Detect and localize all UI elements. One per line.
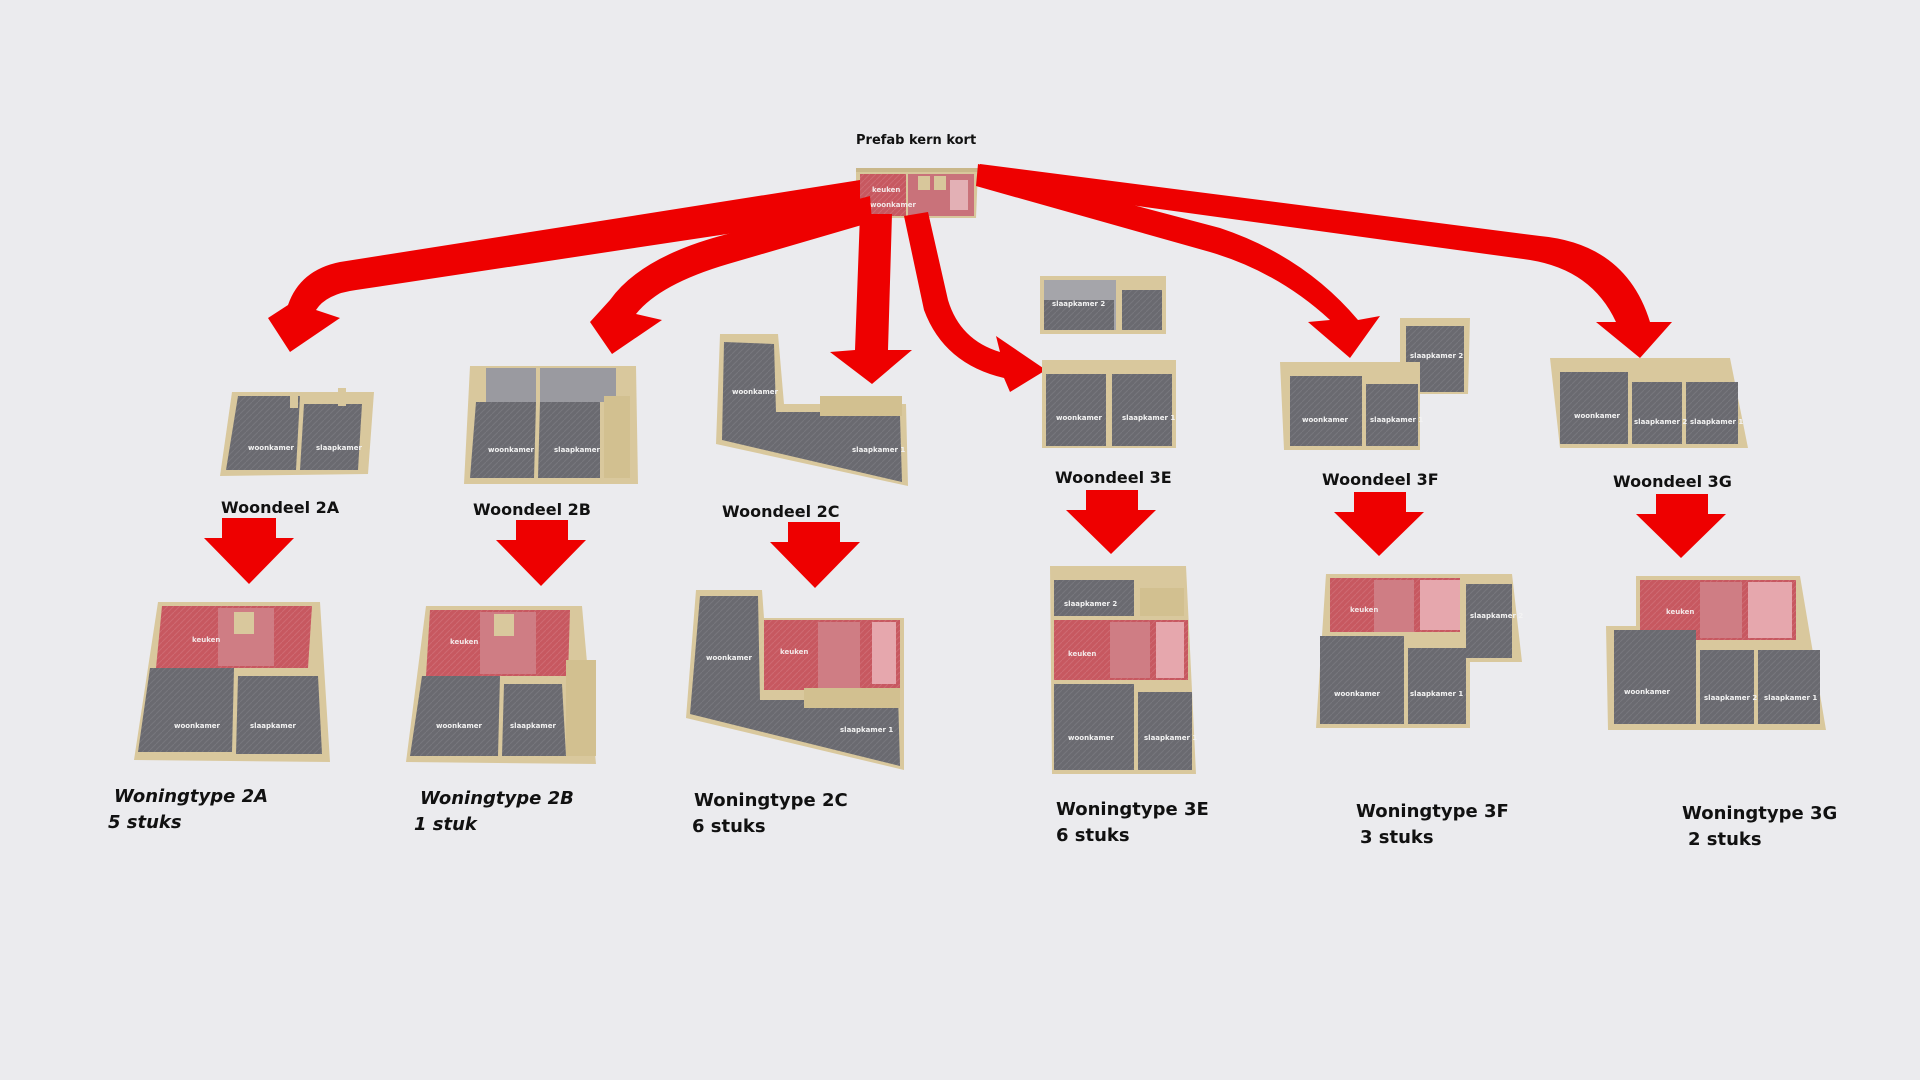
woondeel-3f-room-woonkamer: woonkamer: [1302, 416, 1348, 424]
woningtype-3f-model: keuken slaapkamer 2 woonkamer slaapkamer…: [1316, 574, 1523, 728]
woningtype-3f-label: Woningtype 3F: [1356, 801, 1509, 822]
woningtype-3e-block: Woningtype 3E 6 stuks: [1056, 797, 1209, 849]
woningtype-2b-label: Woningtype 2B: [420, 788, 574, 809]
woondeel-2b-room-slaapkamer: slaapkamer: [554, 446, 600, 454]
woningtype-3f-room-woonkamer: woonkamer: [1334, 690, 1380, 698]
woondeel-3g-room-woonkamer: woonkamer: [1574, 412, 1620, 420]
woondeel-2c-room-slaapkamer-1: slaapkamer 1: [852, 446, 905, 454]
woningtype-2c-room-slaapkamer-1: slaapkamer 1: [840, 726, 893, 734]
woningtype-3e-model: slaapkamer 2 keuken woonkamer slaapkamer…: [1050, 566, 1197, 774]
woningtype-3f-room-slaapkamer-1: slaapkamer 1: [1410, 690, 1463, 698]
down-arrow-2c: [770, 522, 860, 588]
woningtype-2a-model: keuken woonkamer slaapkamer: [134, 602, 330, 762]
woningtype-2b-room-woonkamer: woonkamer: [436, 722, 482, 730]
woondeel-2a-model: woonkamer slaapkamer: [220, 388, 374, 476]
woningtype-2c-room-keuken: keuken: [780, 648, 808, 656]
woningtype-3f-count: 3 stuks: [1360, 827, 1434, 848]
woningtype-3g-room-slaapkamer-2: slaapkamer 2: [1704, 694, 1757, 702]
woningtype-3e-room-slaapkamer-1: slaapkamer 1: [1144, 734, 1197, 742]
woondeel-3g-label: Woondeel 3G: [1613, 472, 1732, 491]
woondeel-2a-room-woonkamer: woonkamer: [248, 444, 294, 452]
woondeel-3f-label: Woondeel 3F: [1322, 470, 1439, 489]
woningtype-2b-count: 1 stuk: [414, 814, 477, 835]
root-module: keuken woonkamer: [856, 168, 978, 218]
down-arrow-3g: [1636, 494, 1726, 558]
woningtype-2c-block: Woningtype 2C 6 stuks: [692, 788, 848, 840]
woningtype-3e-room-keuken: keuken: [1068, 650, 1096, 658]
down-arrow-2b: [496, 520, 586, 586]
woondeel-2c-model: woonkamer slaapkamer 1: [716, 334, 908, 486]
woondeel-3g-room-slaapkamer-1: slaapkamer 1: [1690, 418, 1743, 426]
woondeel-2c-room-woonkamer: woonkamer: [732, 388, 778, 396]
woningtype-2b-room-slaapkamer: slaapkamer: [510, 722, 556, 730]
woningtype-3e-room-woonkamer: woonkamer: [1068, 734, 1114, 742]
woningtype-2c-count: 6 stuks: [692, 816, 766, 837]
woondeel-2a-label: Woondeel 2A: [221, 498, 340, 517]
woningtype-3g-model: keuken woonkamer slaapkamer 2 slaapkamer…: [1606, 576, 1826, 730]
root-title: Prefab kern kort: [856, 133, 977, 148]
root-room-woonkamer: woonkamer: [870, 201, 916, 209]
woningtype-3f-room-slaapkamer-2: slaapkamer 2: [1470, 612, 1523, 620]
root-room-keuken: keuken: [872, 186, 900, 194]
woningtype-2c-label: Woningtype 2C: [694, 790, 848, 811]
woondeel-3f-room-slaapkamer-2: slaapkamer 2: [1410, 352, 1463, 360]
woningtype-2a-room-woonkamer: woonkamer: [174, 722, 220, 730]
woondeel-2b-room-woonkamer: woonkamer: [488, 446, 534, 454]
woondeel-3e-room-slaapkamer-2: slaapkamer 2: [1052, 300, 1105, 308]
woningtype-2c-room-woonkamer: woonkamer: [706, 654, 752, 662]
woningtype-2a-label: Woningtype 2A: [114, 786, 269, 807]
woningtype-3f-block: Woningtype 3F 3 stuks: [1356, 799, 1509, 851]
down-arrow-3f: [1334, 492, 1424, 556]
woningtype-2a-count: 5 stuks: [108, 812, 182, 833]
woningtype-2a-block: Woningtype 2A 5 stuks: [108, 784, 269, 836]
woningtype-2b-block: Woningtype 2B 1 stuk: [414, 786, 574, 838]
woningtype-3g-room-woonkamer: woonkamer: [1624, 688, 1670, 696]
woningtype-2a-room-slaapkamer: slaapkamer: [250, 722, 296, 730]
woningtype-3g-block: Woningtype 3G 2 stuks: [1682, 801, 1837, 853]
root-arrows: [268, 164, 1672, 392]
woningtype-3e-room-slaapkamer-2: slaapkamer 2: [1064, 600, 1117, 608]
woningtype-3g-label: Woningtype 3G: [1682, 803, 1838, 824]
woondeel-3f-model: slaapkamer 2 woonkamer slaapkamer 1: [1280, 318, 1470, 450]
woondeel-2a-room-slaapkamer: slaapkamer: [316, 444, 362, 452]
woondeel-3e-room-woonkamer: woonkamer: [1056, 414, 1102, 422]
woningtype-3e-label: Woningtype 3E: [1056, 799, 1209, 820]
woondeel-2b-label: Woondeel 2B: [473, 500, 591, 519]
woondeel-3f-room-slaapkamer-1: slaapkamer 1: [1370, 416, 1423, 424]
woningtype-3f-room-keuken: keuken: [1350, 606, 1378, 614]
woningtype-2c-model: woonkamer keuken slaapkamer 1: [686, 590, 904, 770]
woningtype-2b-room-keuken: keuken: [450, 638, 478, 646]
woondeel-3g-model: woonkamer slaapkamer 2 slaapkamer 1: [1550, 358, 1748, 448]
woningtype-3g-room-keuken: keuken: [1666, 608, 1694, 616]
woondeel-2b-model: woonkamer slaapkamer: [464, 366, 638, 484]
woningtype-2b-model: keuken woonkamer slaapkamer: [406, 606, 596, 764]
woningtype-3e-count: 6 stuks: [1056, 825, 1130, 846]
woningtype-3g-room-slaapkamer-1: slaapkamer 1: [1764, 694, 1817, 702]
woondeel-3g-room-slaapkamer-2: slaapkamer 2: [1634, 418, 1687, 426]
woondeel-3e-room-slaapkamer-1: slaapkamer 1: [1122, 414, 1175, 422]
woningtype-3g-count: 2 stuks: [1688, 829, 1762, 850]
down-arrow-3e: [1066, 490, 1156, 554]
woondeel-2c-label: Woondeel 2C: [722, 502, 840, 521]
woondeel-3e-model: slaapkamer 2 woonkamer slaapkamer 1: [1040, 276, 1176, 448]
woondeel-3e-label: Woondeel 3E: [1055, 468, 1172, 487]
down-arrows: [204, 490, 1726, 588]
down-arrow-2a: [204, 518, 294, 584]
woningtype-2a-room-keuken: keuken: [192, 636, 220, 644]
